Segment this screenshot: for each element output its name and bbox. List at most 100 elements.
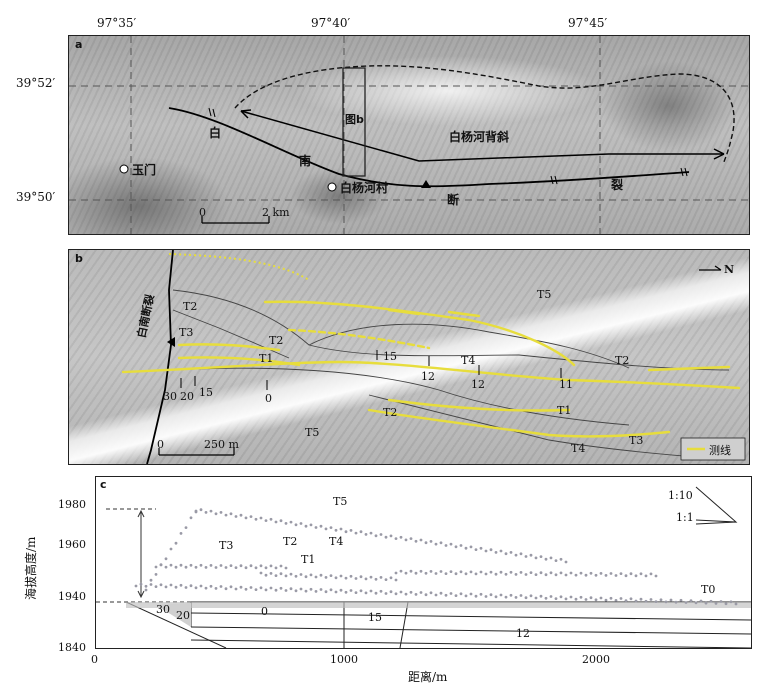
coordinate-grid	[69, 36, 749, 234]
terrace-label: T5	[305, 426, 320, 439]
x-tick-label: 0	[91, 653, 98, 666]
profile-point	[439, 570, 443, 573]
panel-a-overlay	[69, 36, 749, 234]
profile-point	[409, 590, 413, 594]
profile-point	[324, 576, 328, 579]
y-axis-title: 海拔高度/m	[24, 536, 38, 600]
profile-point	[289, 572, 293, 576]
profile-point	[414, 571, 418, 575]
profile-point	[359, 589, 363, 593]
profile-point	[419, 538, 423, 542]
profile-point	[589, 571, 593, 575]
profile-point	[189, 563, 193, 567]
profile-point	[379, 589, 383, 593]
profile-point	[199, 584, 203, 588]
profile-point	[694, 601, 698, 605]
profile-point	[304, 575, 308, 579]
profile-point	[644, 574, 648, 578]
profile-point	[644, 599, 648, 603]
terrace-label: T3	[219, 539, 234, 552]
measure-15-west: 15	[199, 386, 213, 399]
strata-value-15: 15	[368, 611, 382, 624]
panel-b-terrace-map: b 白南断裂 N 0 250 m 测线 30 20 15 0 15 12 12 …	[68, 249, 750, 465]
profile-point	[474, 548, 478, 551]
profile-point	[174, 565, 178, 569]
profile-point	[424, 571, 428, 575]
north-label: N	[724, 263, 735, 276]
scale-text-b: 250 m	[204, 438, 239, 451]
profile-point	[479, 592, 483, 596]
profile-point	[404, 571, 408, 575]
profile-point	[244, 566, 248, 570]
profile-point	[459, 544, 463, 547]
scale-text-a: 2 km	[262, 206, 290, 219]
profile-point	[559, 595, 563, 599]
profile-point	[624, 574, 628, 578]
profile-point	[274, 566, 278, 570]
profile-point	[329, 588, 333, 592]
profile-point	[549, 556, 553, 560]
panel-c-elevation-profile: T5 T3 T2 T4 T1 T0 1:10 1:1 30 20 0 15 12	[95, 476, 752, 649]
profile-point	[399, 590, 403, 594]
profile-point	[364, 577, 368, 581]
profile-point	[229, 512, 233, 516]
profile-point	[299, 573, 303, 576]
profile-point	[474, 594, 478, 598]
panel-a-label: a	[75, 38, 83, 51]
profile-point	[244, 587, 248, 591]
profile-point	[434, 572, 438, 575]
profile-point	[204, 586, 208, 590]
profile-point	[524, 596, 528, 600]
profile-point	[429, 591, 433, 595]
profile-point	[209, 564, 213, 567]
profile-point	[534, 596, 538, 600]
profile-point	[239, 564, 243, 568]
profile-point	[294, 589, 298, 593]
profile-point	[174, 585, 178, 589]
profile-point	[179, 563, 183, 567]
profile-point	[599, 572, 603, 575]
profile-point	[164, 565, 168, 569]
profile-point	[529, 571, 533, 574]
profile-point	[539, 555, 543, 558]
profile-point	[314, 590, 318, 593]
profile-point	[609, 572, 613, 575]
profile-points	[134, 508, 738, 606]
profile-point	[384, 535, 388, 539]
profile-point	[624, 599, 628, 603]
panel-c-label: c	[100, 478, 107, 491]
terrace-label: T1	[557, 404, 572, 417]
profile-point	[569, 571, 573, 575]
profile-point	[389, 576, 393, 580]
profile-point	[339, 588, 343, 592]
y-tick-label: 1940	[58, 590, 86, 603]
north-arrow-icon	[699, 265, 722, 271]
profile-point	[204, 511, 208, 514]
profile-point	[394, 592, 398, 596]
profile-point	[469, 570, 473, 574]
lat-label-2: 39°50′	[16, 190, 56, 204]
profile-point	[199, 508, 203, 512]
slope-label-1-10: 1:10	[668, 489, 693, 502]
profile-point	[319, 588, 323, 591]
wedge-strata	[156, 603, 191, 627]
legend-label: 测线	[709, 444, 731, 457]
profile-point	[654, 574, 658, 578]
measure-11: 11	[559, 378, 573, 391]
profile-point	[679, 598, 683, 602]
profile-point	[259, 516, 263, 520]
profile-point	[409, 569, 413, 573]
fault-triangle-icon	[421, 180, 431, 188]
profile-point	[689, 599, 693, 603]
profile-point	[604, 574, 608, 577]
profile-point	[279, 519, 283, 523]
anticline-outline	[234, 65, 735, 163]
profile-point	[454, 545, 458, 549]
profile-point	[569, 595, 573, 599]
profile-point	[469, 592, 473, 596]
profile-point	[504, 572, 508, 576]
profile-point	[489, 548, 493, 552]
profile-point	[619, 597, 623, 600]
terrace-label: T2	[283, 535, 298, 548]
profile-point	[414, 539, 418, 543]
